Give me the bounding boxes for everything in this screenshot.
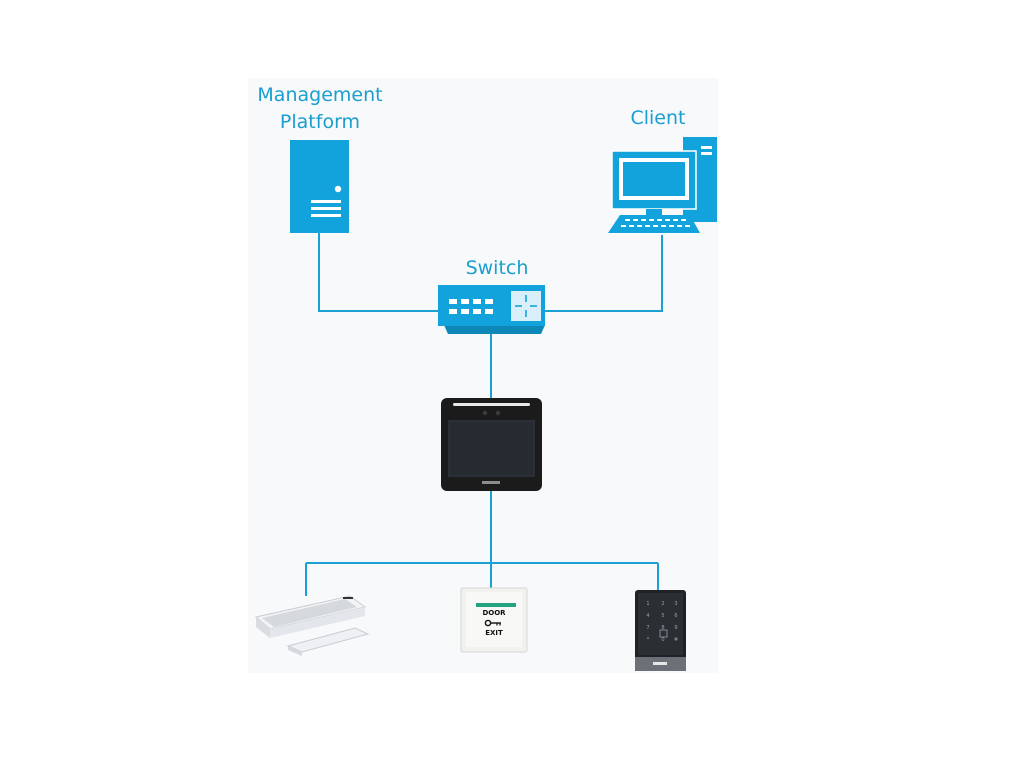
- management-platform-label-line2: Platform: [279, 111, 361, 133]
- keypad-key: 1: [646, 601, 649, 607]
- keypad-key: #: [674, 637, 678, 643]
- exit-button-icon: DOOR EXIT: [460, 587, 528, 653]
- keypad-key: 9: [674, 625, 677, 631]
- exit-button-text-exit: EXIT: [485, 629, 503, 637]
- keypad-key: 7: [646, 625, 649, 631]
- keypad-key: 6: [674, 613, 677, 619]
- brand-logo: [482, 481, 500, 484]
- keypad-card-reader-icon: 1 2 3 4 5 6 7 8 9 * 0 #: [635, 590, 686, 671]
- face-recognition-terminal-icon: [441, 398, 542, 491]
- desktop-computer-icon: [608, 137, 717, 233]
- link-client-switch: [545, 235, 663, 312]
- keypad-key: 8: [661, 625, 664, 631]
- network-switch-icon: [438, 285, 545, 334]
- nfc-icon: [659, 629, 668, 638]
- keypad-key: 2: [661, 601, 664, 607]
- keypad-key: *: [647, 637, 650, 643]
- management-platform-label: Management Platform: [240, 82, 400, 136]
- link-platform-switch: [318, 233, 440, 312]
- keypad-key: 0: [661, 637, 664, 643]
- reader-brand-logo: [653, 662, 667, 665]
- exit-button-text-door: DOOR: [482, 609, 506, 617]
- management-platform-label-line1: Management: [257, 84, 383, 106]
- magnetic-lock-icon: [254, 595, 370, 656]
- keypad-key: 4: [646, 613, 649, 619]
- switch-label: Switch: [465, 257, 529, 279]
- keypad-key: 5: [661, 613, 664, 619]
- server-icon: [290, 140, 349, 233]
- connection-lines: [305, 233, 663, 596]
- client-label: Client: [630, 107, 686, 129]
- keypad-key: 3: [674, 601, 677, 607]
- lock-brand-logo: [343, 597, 353, 599]
